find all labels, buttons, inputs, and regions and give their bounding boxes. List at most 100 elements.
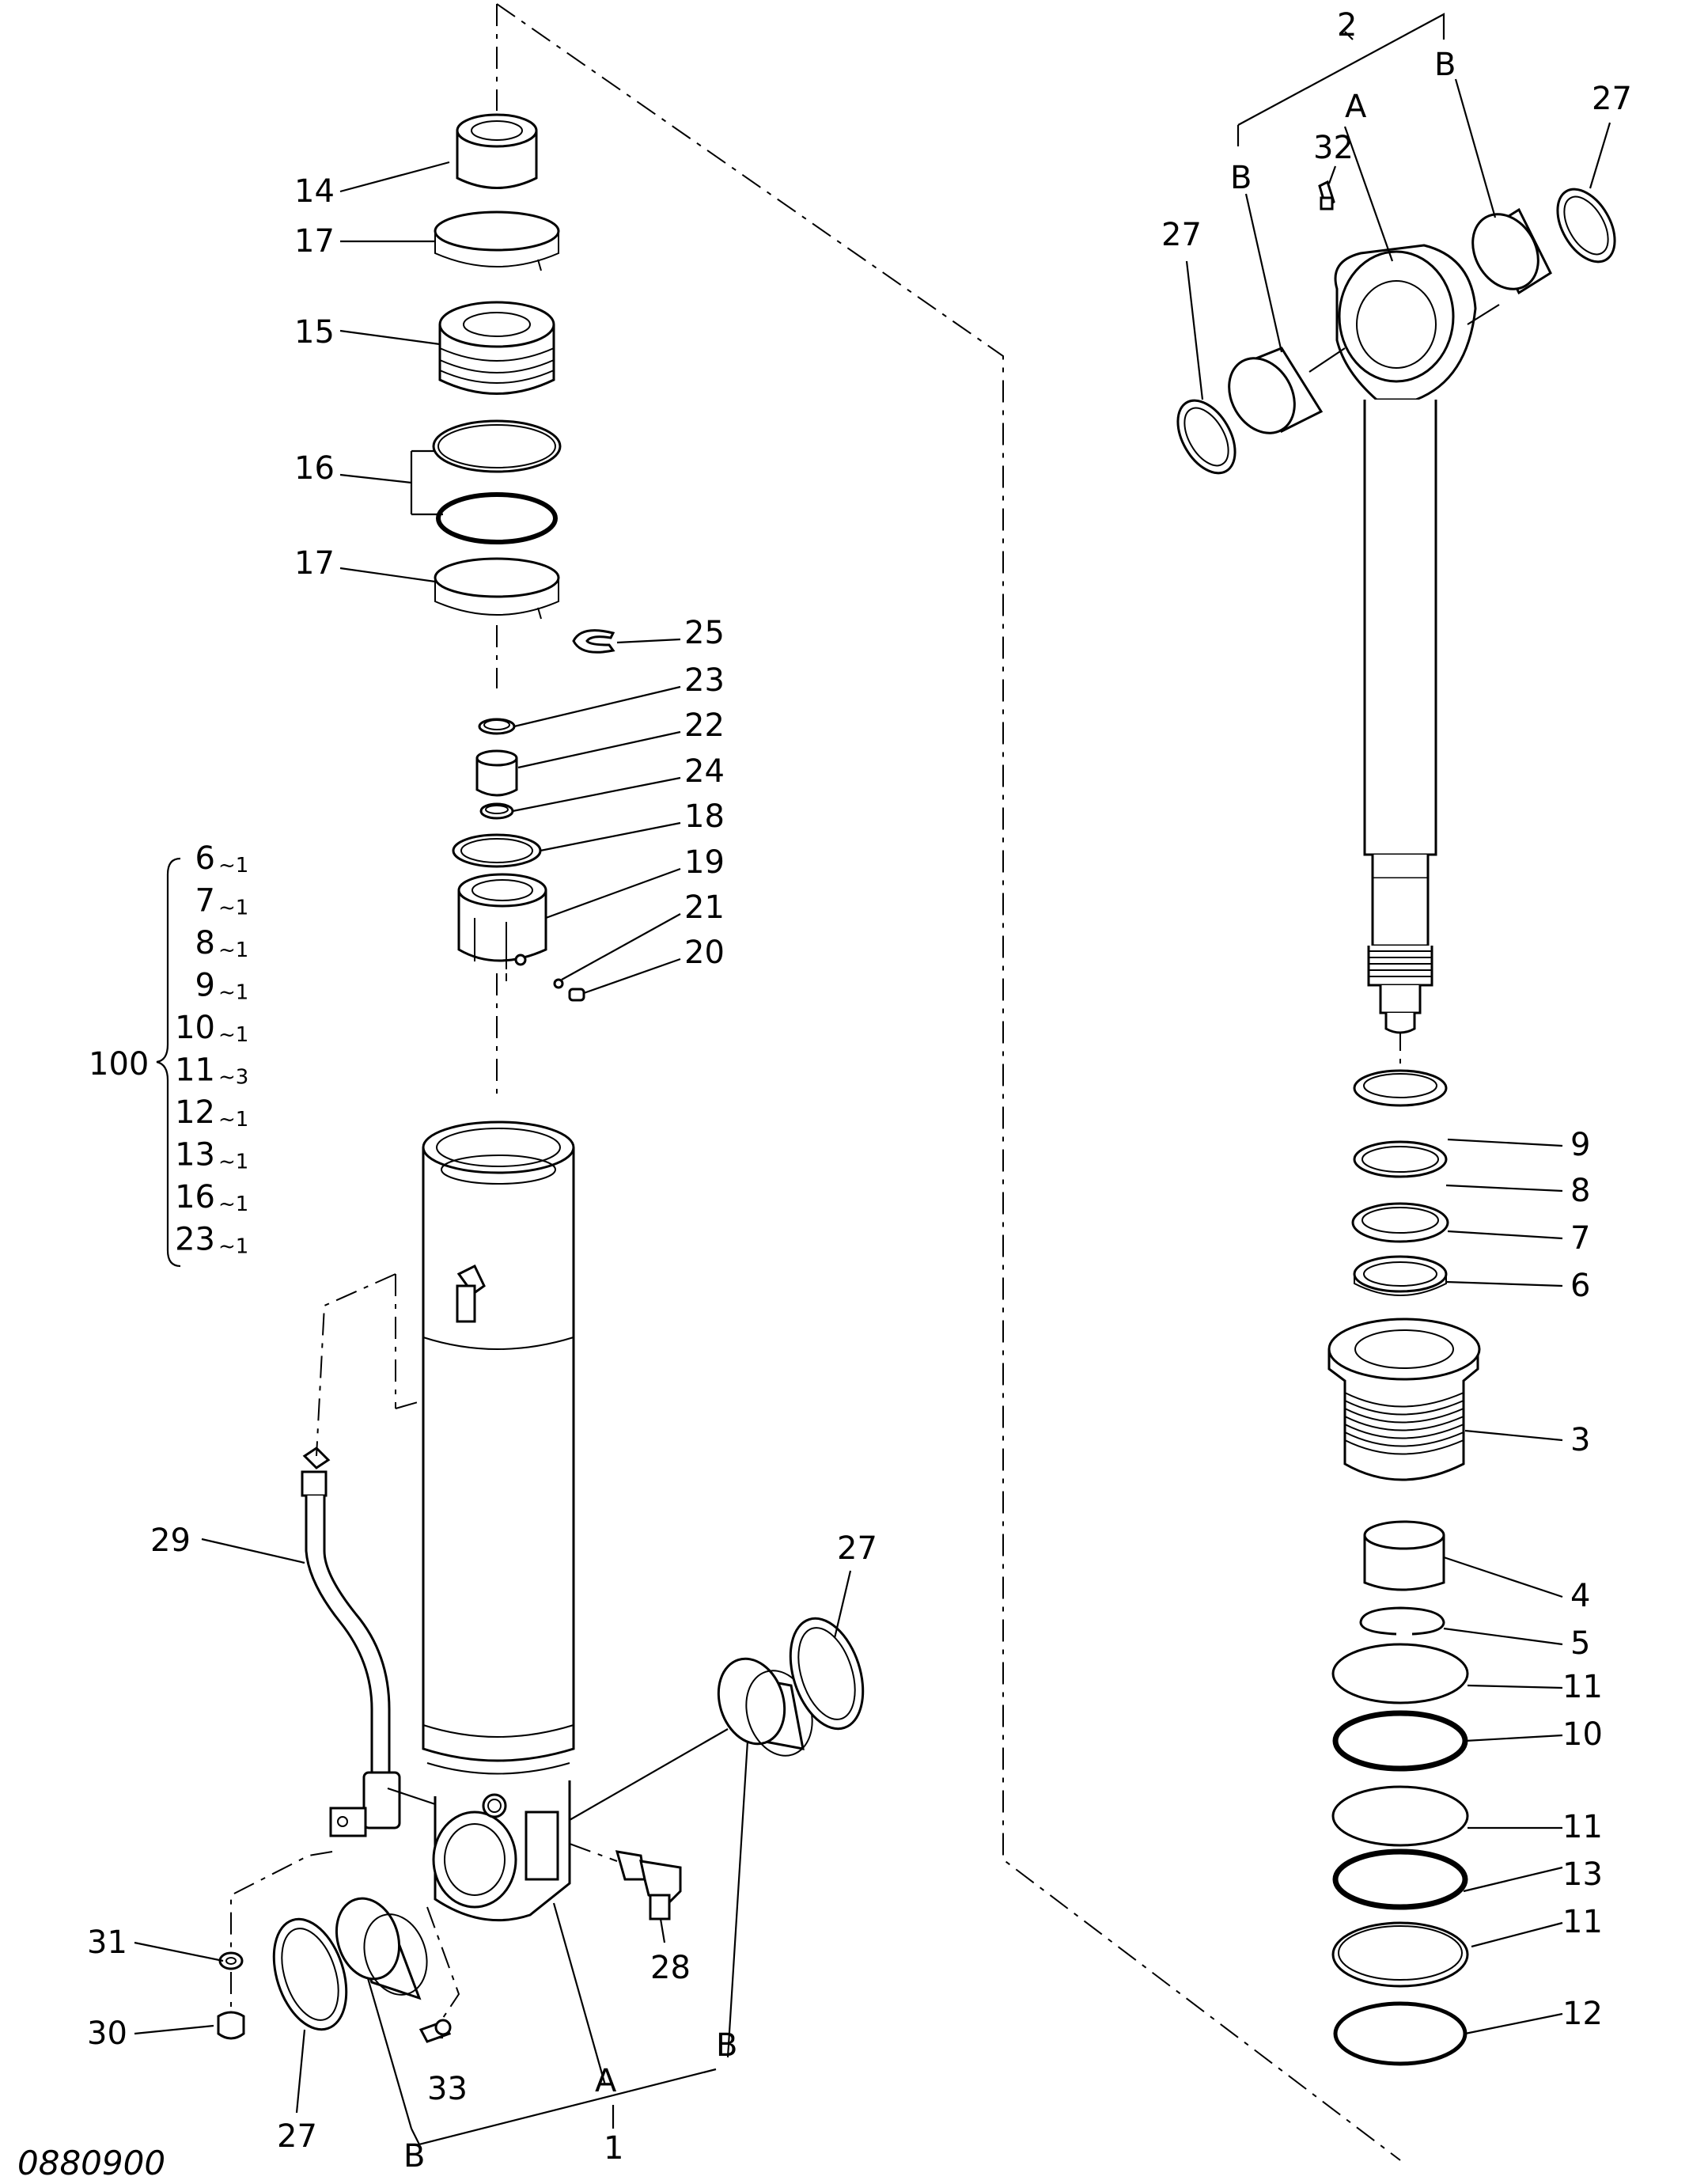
label-14: 14 <box>294 173 335 210</box>
kit-item-qty: ~1 <box>218 1192 248 1216</box>
kit-item-part: 10 <box>175 1010 215 1046</box>
label-13: 13 <box>1562 1856 1603 1893</box>
part-28-elbow <box>615 1850 682 1920</box>
label-b-top-left: B <box>1230 160 1252 196</box>
rod-thread <box>1369 950 1432 977</box>
label-10: 10 <box>1562 1716 1603 1753</box>
label-11-c: 11 <box>1562 1904 1603 1940</box>
kit-item-part: 12 <box>175 1094 215 1131</box>
leader-lines <box>134 13 1611 2146</box>
kit-item-part: 8 <box>195 925 215 961</box>
label-8: 8 <box>1570 1173 1590 1209</box>
label-28: 28 <box>650 1950 691 1986</box>
label-25: 25 <box>684 615 725 651</box>
part-27-seal-top-right <box>1556 188 1616 264</box>
label-12: 12 <box>1562 1996 1603 2032</box>
label-17-top: 17 <box>294 223 335 260</box>
kit-list: 100 6~17~18~19~110~111~312~113~116~123~1 <box>89 840 248 1259</box>
kit-item-qty: ~1 <box>218 854 248 878</box>
label-b-bottom-right: B <box>716 2027 737 2064</box>
assembly-boundary <box>496 3 1401 2161</box>
part-21-ball <box>553 978 564 989</box>
part-bushing-top-left <box>1228 347 1324 434</box>
label-23: 23 <box>684 662 725 699</box>
part-20-setscrew <box>568 988 585 1002</box>
part-9-ring <box>1353 1069 1448 1107</box>
label-9: 9 <box>1570 1127 1590 1163</box>
kit-item-part: 13 <box>175 1137 215 1174</box>
kit-items: 6~17~18~19~110~111~312~113~116~123~1 <box>175 840 248 1259</box>
part-17-wear-ring-bottom <box>434 557 560 620</box>
label-27-top-left: 27 <box>1161 217 1202 253</box>
label-31: 31 <box>87 1924 127 1961</box>
label-21: 21 <box>684 889 725 926</box>
part-11-ring-b <box>1331 1785 1469 1847</box>
part-4-bushing <box>1363 1520 1445 1591</box>
part-33-screw <box>418 2019 452 2043</box>
label-7: 7 <box>1570 1220 1590 1257</box>
part-bushing-top-right <box>1471 207 1552 295</box>
kit-item-qty: ~1 <box>218 1235 248 1259</box>
part-25-clip <box>572 629 615 654</box>
part-6-ring <box>1353 1255 1448 1296</box>
label-11-b: 11 <box>1562 1809 1603 1845</box>
part-7-ring <box>1351 1202 1449 1243</box>
cylinder-tube <box>422 1120 575 1922</box>
kit-item-qty: ~1 <box>218 1151 248 1174</box>
part-11-ring-c <box>1331 1921 1469 1988</box>
label-17-bottom: 17 <box>294 545 335 582</box>
part-17-wear-ring-top <box>434 210 560 271</box>
part-19-nut <box>457 873 547 969</box>
label-2: 2 <box>1337 7 1357 44</box>
label-b-bottom-left: B <box>403 2138 425 2175</box>
label-30: 30 <box>87 2015 127 2052</box>
center-axis <box>496 625 1401 1100</box>
part-2-rod <box>1334 244 1477 1034</box>
label-1: 1 <box>604 2130 623 2167</box>
kit-item-qty: ~1 <box>218 981 248 1005</box>
label-11-a: 11 <box>1562 1669 1603 1705</box>
part-bushing-bottom-left <box>335 1897 428 2000</box>
label-a-bottom: A <box>595 2063 617 2099</box>
label-27-left: 27 <box>277 2118 317 2155</box>
part-24-ring <box>479 802 514 820</box>
kit-item-part: 6 <box>195 840 215 877</box>
part-labels: 14 17 15 16 17 25 23 22 24 18 19 21 20 2… <box>87 7 1632 2175</box>
kit-item-qty: ~1 <box>218 897 248 920</box>
part-3-rod-guide <box>1327 1318 1481 1481</box>
kit-brace <box>156 857 181 1268</box>
part-23-ring <box>478 718 516 735</box>
label-29: 29 <box>150 1522 191 1559</box>
kit-item-qty: ~1 <box>218 1023 248 1047</box>
label-a-top: A <box>1345 89 1367 125</box>
label-32: 32 <box>1313 130 1354 166</box>
part-31-washer <box>218 1951 244 1970</box>
pipe-route-lines <box>230 973 618 2019</box>
kit-item-qty: ~3 <box>218 1066 248 1090</box>
label-33: 33 <box>427 2071 468 2107</box>
part-12-o-ring <box>1333 2001 1468 2066</box>
part-27-seal-bottom-left <box>272 1917 348 2031</box>
label-4: 4 <box>1570 1578 1590 1614</box>
part-13-o-ring <box>1332 1848 1468 1910</box>
label-22: 22 <box>684 707 725 744</box>
kit-item-qty: ~1 <box>218 938 248 962</box>
kit-item-part: 23 <box>175 1222 215 1258</box>
label-27-top-right: 27 <box>1592 81 1632 117</box>
part-15-piston <box>438 301 555 395</box>
label-b-top-right: B <box>1434 47 1456 83</box>
part-5-snap-ring <box>1359 1606 1445 1636</box>
part-10-o-ring <box>1332 1710 1468 1772</box>
part-27-seal-top-left <box>1176 399 1237 475</box>
kit-label: 100 <box>89 1046 149 1083</box>
drawing-number: 0880900 <box>17 2144 165 2182</box>
part-18-shim <box>452 833 542 868</box>
kit-item-part: 11 <box>175 1052 215 1089</box>
part-27-seal-bottom-right <box>789 1617 865 1731</box>
label-3: 3 <box>1570 1422 1590 1458</box>
label-15: 15 <box>294 314 335 351</box>
part-14-bushing <box>456 113 538 189</box>
label-16: 16 <box>294 450 335 487</box>
label-6: 6 <box>1570 1268 1590 1304</box>
